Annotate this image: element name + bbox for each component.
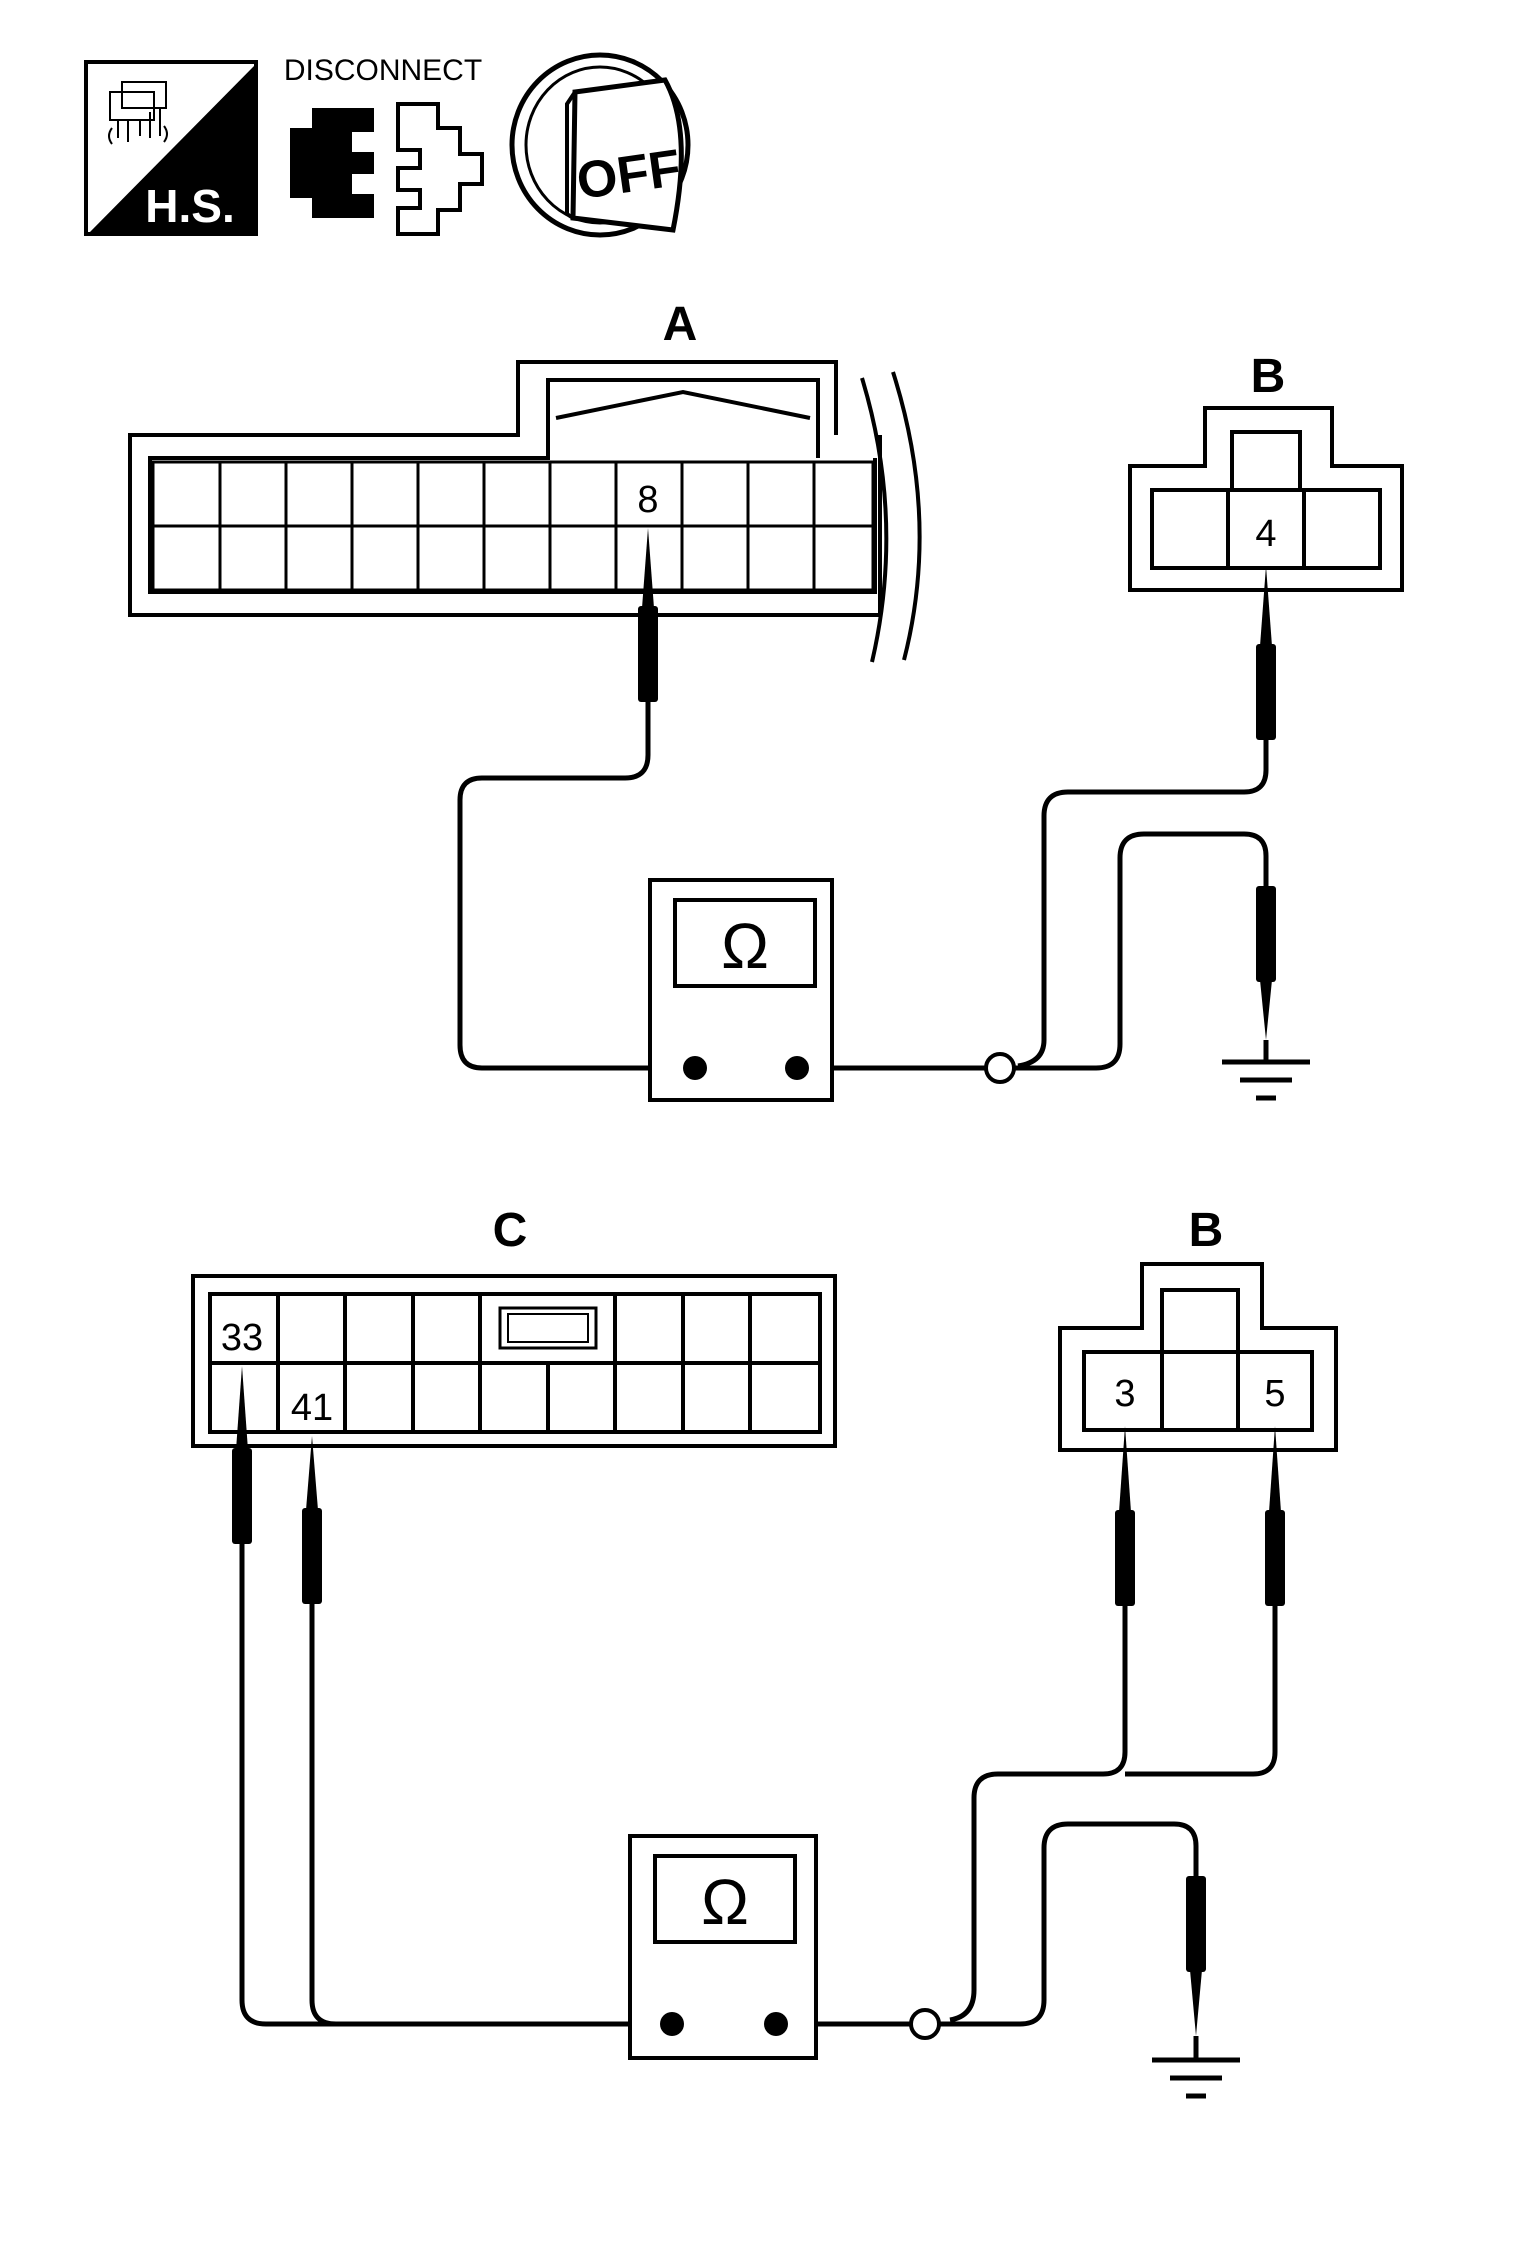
probe-c-41 — [302, 1436, 322, 1604]
disconnect-icon: DISCONNECT — [284, 54, 484, 236]
connector-c-pin-33: 33 — [221, 1317, 263, 1359]
connector-b-2 — [1058, 1262, 1338, 1452]
connector-a-label: A — [663, 298, 698, 351]
connector-b-label-2: B — [1189, 1204, 1224, 1257]
connector-b-label-1: B — [1251, 350, 1286, 403]
harness-side-icon: H.S. — [84, 60, 258, 236]
probe-b-3 — [1115, 1426, 1135, 1606]
probe-b-5 — [1265, 1426, 1285, 1606]
connector-c-label: C — [493, 1204, 528, 1257]
connector-a — [128, 360, 922, 663]
connector-a-cavities — [151, 460, 875, 592]
ohm-symbol-1: Ω — [721, 910, 769, 982]
connector-b-pin-5: 5 — [1264, 1373, 1285, 1415]
connector-a-pin-label: 8 — [637, 479, 658, 521]
junction-2 — [909, 2008, 941, 2040]
probe-ground-1 — [1256, 886, 1276, 1040]
probe-a-8 — [638, 528, 658, 702]
meter-2-terminal-left — [660, 2012, 684, 2036]
ignition-off-icon: OFF — [509, 52, 691, 238]
ground-symbol-2 — [1152, 2036, 1240, 2099]
probe-b-4 — [1256, 566, 1276, 740]
meter-1-terminal-right — [785, 1056, 809, 1080]
off-label: OFF — [573, 139, 684, 211]
connector-b-1 — [1128, 406, 1404, 592]
meter-2-terminal-right — [764, 2012, 788, 2036]
disconnect-label: DISCONNECT — [284, 54, 482, 87]
connector-b-pin-label-1: 4 — [1255, 513, 1276, 555]
probe-ground-2 — [1186, 1876, 1206, 2036]
meter-1-terminal-left — [683, 1056, 707, 1080]
probe-c-33 — [232, 1366, 252, 1544]
ground-symbol-1 — [1222, 1040, 1310, 1101]
junction-1 — [984, 1052, 1016, 1084]
hs-label: H.S. — [145, 180, 234, 232]
connector-c-pin-41: 41 — [291, 1387, 333, 1429]
wires-check-1 — [457, 702, 1269, 1071]
wires-check-2 — [239, 1544, 1278, 2027]
ohmmeter-1: Ω — [648, 878, 834, 1102]
ohmmeter-2: Ω — [628, 1834, 818, 2060]
connector-b-pin-3: 3 — [1114, 1373, 1135, 1415]
connector-c — [191, 1274, 837, 1448]
ohm-symbol-2: Ω — [701, 1866, 749, 1938]
